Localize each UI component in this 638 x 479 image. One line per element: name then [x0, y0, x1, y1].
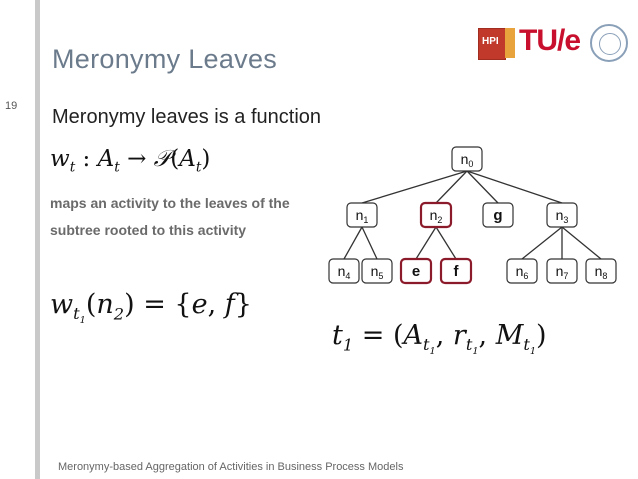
- tree-node-n0: n0: [451, 146, 483, 172]
- tree-edge-n3-n6: [521, 226, 563, 260]
- university-seal-icon: [590, 24, 628, 62]
- tree-node-e: e: [399, 257, 433, 285]
- tree-node-label: n5: [371, 263, 384, 281]
- formula-tree-definition: t1 = (At1, rt1, Mt1): [332, 320, 547, 358]
- tree-edge-n0-g: [466, 170, 499, 204]
- logos: HPI TU/e: [478, 24, 630, 64]
- tree-node-label: n4: [338, 263, 351, 281]
- tree-edge-n1-n5: [361, 226, 378, 260]
- tree-node-label: g: [493, 207, 502, 224]
- tree-edge-n0-n1: [361, 170, 468, 204]
- slide-title: Meronymy Leaves: [52, 44, 278, 74]
- tree-node-label: n3: [556, 207, 569, 225]
- tree-node-label: f: [454, 263, 460, 280]
- tree-node-n1: n1: [346, 202, 378, 228]
- side-bar: [35, 0, 40, 479]
- tree-node-label: e: [412, 263, 420, 280]
- tree-edge-n1-n4: [343, 226, 363, 260]
- tree-node-f: f: [439, 257, 473, 285]
- footer-text: Meronymy-based Aggregation of Activities…: [58, 461, 404, 473]
- formula-example: wt1(n2) = {e, f}: [50, 289, 252, 327]
- tree-edge-n0-n3: [466, 170, 563, 204]
- tue-logo: TU/e: [519, 24, 581, 57]
- tree-node-n6: n6: [506, 258, 538, 284]
- page-number: 19: [5, 100, 18, 112]
- description-text: maps an activity to the leaves of the su…: [50, 195, 290, 238]
- tree-node-n7: n7: [546, 258, 578, 284]
- formula-function-definition: wt : At → 𝒫(At): [50, 146, 211, 176]
- tree-node-n8: n8: [585, 258, 617, 284]
- tree-edge-n2-e: [415, 226, 437, 260]
- slide-subtitle: Meronymy leaves is a function: [52, 106, 322, 128]
- tree-node-label: n8: [595, 263, 608, 281]
- tree-node-n5: n5: [361, 258, 393, 284]
- tree-edge-n2-f: [435, 226, 457, 260]
- tree-edge-n0-n2: [435, 170, 468, 204]
- tree-node-n3: n3: [546, 202, 578, 228]
- tree-node-label: n6: [516, 263, 529, 281]
- tree-node-n4: n4: [328, 258, 360, 284]
- tree-node-label: n2: [430, 207, 443, 225]
- tree-node-label: n1: [356, 207, 369, 225]
- tree-node-g: g: [482, 202, 514, 228]
- hpi-logo-accent: [505, 28, 515, 58]
- tree-edge-n3-n8: [561, 226, 602, 260]
- tree-node-label: n7: [556, 263, 569, 281]
- tree-node-label: n0: [461, 151, 474, 169]
- tree-node-n2: n2: [419, 201, 453, 229]
